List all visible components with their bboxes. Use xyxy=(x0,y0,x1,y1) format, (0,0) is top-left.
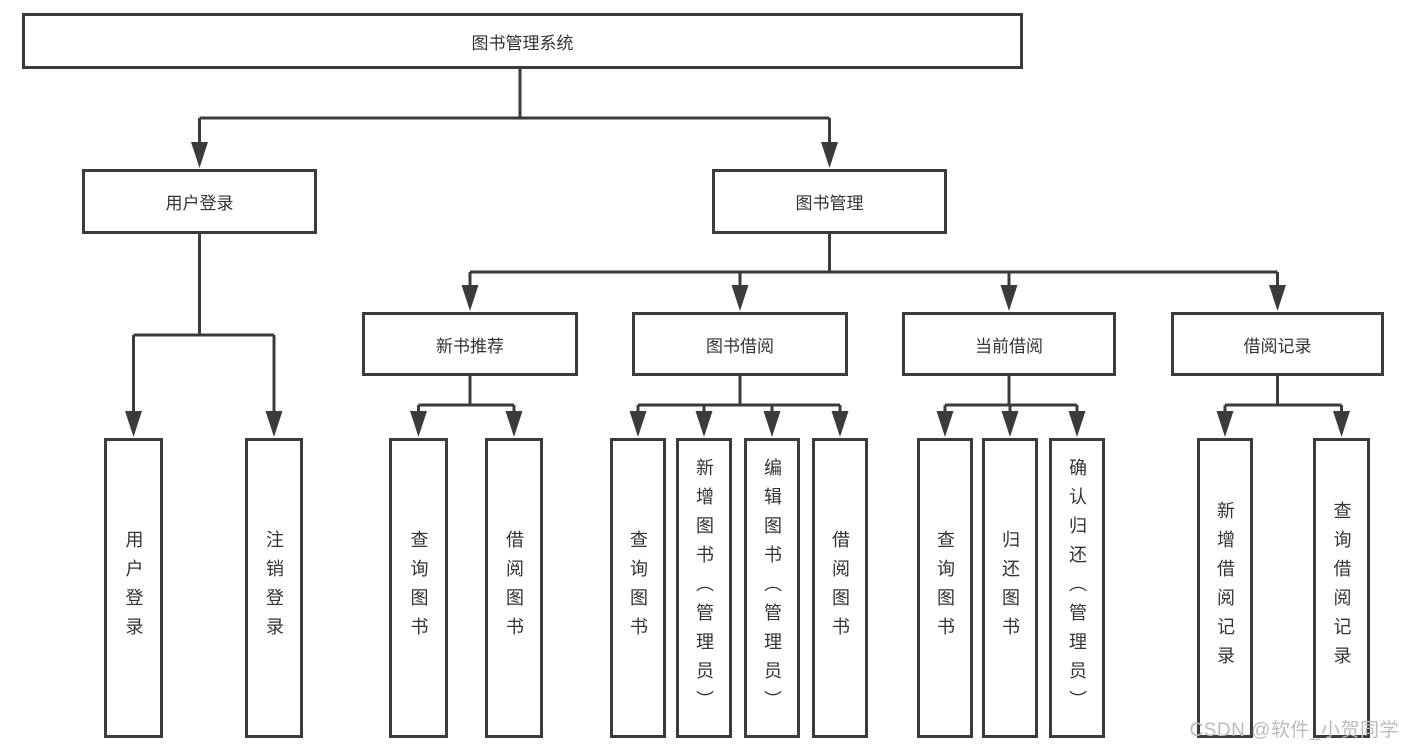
watermark: CSDN @软件_小贺同学 xyxy=(1189,720,1399,741)
node-borrowing-records: 借阅记录 xyxy=(1171,312,1384,376)
leaf-logout: 注销登录 xyxy=(245,438,303,738)
leaf-borrow-query-books: 查询图书 xyxy=(610,438,666,738)
leaf-newbook-query-books-label: 查询图书 xyxy=(408,530,429,646)
leaf-borrow-edit-books-admin-label: 编辑图书（管理员） xyxy=(762,457,782,719)
leaf-records-add-record: 新增借阅记录 xyxy=(1197,438,1253,738)
node-book-borrowing: 图书借阅 xyxy=(632,312,848,376)
leaf-current-return-books-label: 归还图书 xyxy=(1000,530,1020,646)
node-current-borrowing: 当前借阅 xyxy=(902,312,1116,376)
leaf-logout-label: 注销登录 xyxy=(264,530,284,646)
leaf-user-login: 用户登录 xyxy=(104,438,163,738)
leaf-borrow-edit-books-admin: 编辑图书（管理员） xyxy=(744,438,800,738)
leaf-borrow-borrow-books-label: 借阅图书 xyxy=(830,530,850,646)
node-book-management-label: 图书管理 xyxy=(795,194,864,213)
leaf-current-return-books: 归还图书 xyxy=(982,438,1038,738)
leaf-borrow-add-books-admin: 新增图书（管理员） xyxy=(676,438,732,738)
node-book-management: 图书管理 xyxy=(712,169,947,234)
leaf-borrow-borrow-books: 借阅图书 xyxy=(812,438,868,738)
leaf-borrow-add-books-admin-label: 新增图书（管理员） xyxy=(694,457,714,719)
node-new-book-recommendation-label: 新书推荐 xyxy=(436,336,504,356)
leaf-current-confirm-return-admin: 确认归还（管理员） xyxy=(1049,438,1105,738)
leaf-current-query-books: 查询图书 xyxy=(917,438,973,738)
node-user-login-label: 用户登录 xyxy=(165,194,234,213)
leaf-current-confirm-return-admin-label: 确认归还（管理员） xyxy=(1067,457,1087,719)
node-root-label: 图书管理系统 xyxy=(471,33,574,53)
leaf-borrow-query-books-label: 查询图书 xyxy=(628,530,648,646)
node-root: 图书管理系统 xyxy=(22,13,1023,69)
leaf-records-add-record-label: 新增借阅记录 xyxy=(1215,501,1235,675)
node-borrowing-records-label: 借阅记录 xyxy=(1243,336,1312,356)
node-user-login: 用户登录 xyxy=(82,169,317,234)
node-new-book-recommendation: 新书推荐 xyxy=(362,312,578,376)
leaf-records-query-record-label: 查询借阅记录 xyxy=(1331,501,1352,675)
leaf-newbook-borrow-books-label: 借阅图书 xyxy=(504,530,524,646)
leaf-user-login-label: 用户登录 xyxy=(123,530,144,646)
leaf-records-query-record: 查询借阅记录 xyxy=(1313,438,1370,738)
leaf-newbook-borrow-books: 借阅图书 xyxy=(485,438,543,738)
node-current-borrowing-label: 当前借阅 xyxy=(975,336,1043,356)
leaf-newbook-query-books: 查询图书 xyxy=(389,438,448,738)
node-book-borrowing-label: 图书借阅 xyxy=(706,336,774,356)
leaf-current-query-books-label: 查询图书 xyxy=(935,530,955,646)
